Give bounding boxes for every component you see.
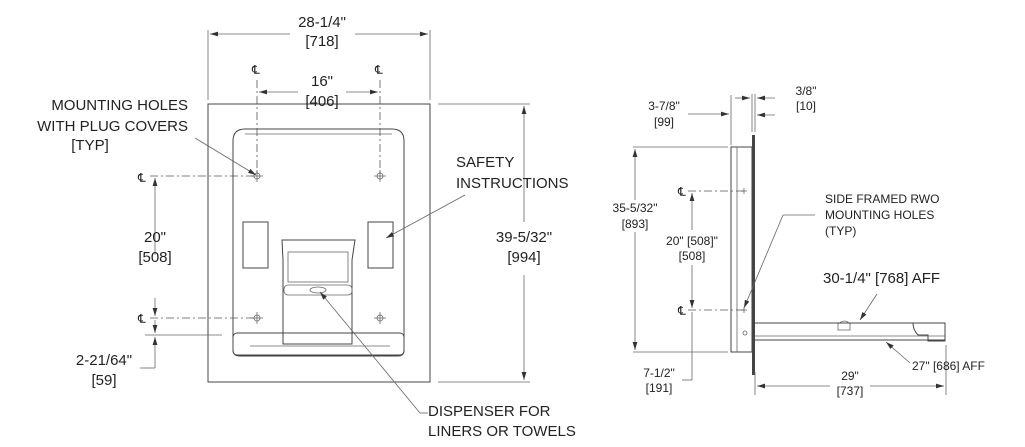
side-hole-spacing-metric: [508] xyxy=(679,249,706,263)
callout-side-holes: SIDE FRAMED RWO xyxy=(825,192,939,206)
callout-safety: INSTRUCTIONS xyxy=(456,175,569,192)
bottom-offset-metric: [59] xyxy=(91,372,116,389)
flange-metric: [10] xyxy=(796,99,816,113)
centerline-symbol: ℄ xyxy=(677,304,686,318)
mounting-hole xyxy=(374,312,386,324)
callout-dispenser: DISPENSER FOR xyxy=(428,403,551,420)
dispenser xyxy=(281,239,356,345)
callout-side-holes: MOUNTING HOLES xyxy=(825,208,934,222)
bottom-aff-label: 27" [686] AFF xyxy=(912,359,985,373)
callout-safety: SAFETY xyxy=(456,154,514,171)
height-metric: [893] xyxy=(622,217,649,231)
changing-station-body xyxy=(232,128,405,357)
side-bottom-offset-imperial: 7-1/2" xyxy=(643,366,675,380)
front-view: ℄ ℄ ℄ ℄ 28-1/4" [718] 16" [406] 20" [508… xyxy=(37,14,576,440)
depth-metric: [99] xyxy=(654,115,674,129)
hole-spacing-v-imperial: 20" xyxy=(144,229,166,246)
callout-mounting-holes: WITH PLUG COVERS xyxy=(37,118,188,135)
overall-height-metric: [994] xyxy=(507,249,540,266)
flange-imperial: 3/8" xyxy=(796,84,817,98)
callout-side-holes: (TYP) xyxy=(825,224,856,238)
centerline-symbol: ℄ xyxy=(374,63,383,77)
hole-spacing-v-metric: [508] xyxy=(138,249,171,266)
side-view: ℄ ℄ 3-7/8" [99] 3/8" [10] 35-5/32" [893]… xyxy=(613,84,985,398)
height-imperial: 35-5/32" xyxy=(613,201,658,215)
bed-edge xyxy=(232,332,405,356)
centerline-symbol: ℄ xyxy=(137,312,146,326)
side-bottom-offset-metric: [191] xyxy=(646,381,673,395)
hole-spacing-h-imperial: 16" xyxy=(311,73,333,90)
centerline-symbol: ℄ xyxy=(137,171,146,185)
overall-height-imperial: 39-5/32" xyxy=(496,229,552,246)
centerline-symbol: ℄ xyxy=(677,185,686,199)
side-hole-spacing-imperial: 20" [508]" xyxy=(666,234,718,248)
callout-mounting-holes: [TYP] xyxy=(71,137,109,154)
hole-spacing-h-metric: [406] xyxy=(305,93,338,110)
wall-plate xyxy=(752,135,755,375)
extension-imperial: 29" xyxy=(841,369,859,383)
depth-imperial: 3-7/8" xyxy=(648,99,680,113)
bottom-offset-imperial: 2-21/64" xyxy=(76,352,132,369)
overall-width-imperial: 28-1/4" xyxy=(298,14,346,31)
safety-label-left xyxy=(242,221,269,269)
overall-width-metric: [718] xyxy=(305,33,338,50)
extension-metric: [737] xyxy=(837,384,864,398)
top-aff-label: 30-1/4" [768] AFF xyxy=(823,270,940,287)
recess-box xyxy=(730,146,753,353)
centerline-symbol: ℄ xyxy=(251,63,260,77)
callout-dispenser: LINERS OR TOWELS xyxy=(428,423,576,440)
safety-label-right xyxy=(367,221,394,269)
callout-mounting-holes: MOUNTING HOLES xyxy=(51,97,188,114)
recess-frame xyxy=(207,103,431,383)
